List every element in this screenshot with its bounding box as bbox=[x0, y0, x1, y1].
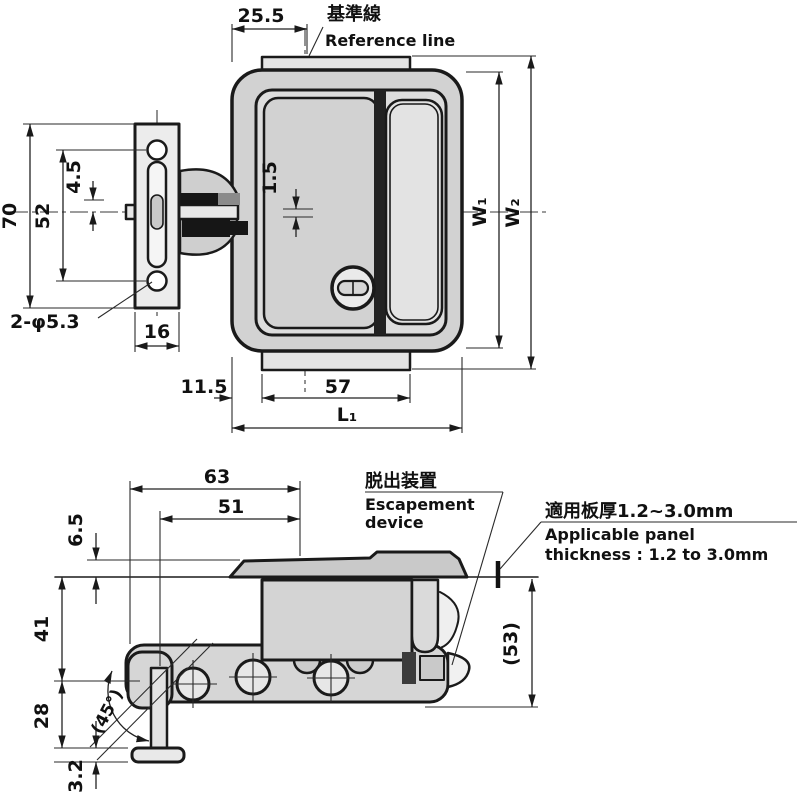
dim-w2: W₂ bbox=[412, 55, 536, 370]
dim-51-label: 51 bbox=[218, 496, 244, 518]
grip-divider-bar bbox=[374, 90, 386, 335]
dim-57: 57 bbox=[262, 376, 410, 402]
dim-52-label: 52 bbox=[32, 203, 54, 229]
panel-note-en-2: thickness : 1.2 to 3.0mm bbox=[545, 545, 768, 564]
cup-bump-left bbox=[292, 658, 322, 675]
dim-28-label: 28 bbox=[31, 703, 53, 729]
dim-l1-label: L₁ bbox=[337, 404, 357, 426]
dim-28: 28 bbox=[31, 681, 128, 749]
latch-mechanism bbox=[124, 168, 248, 256]
dim-53-label: (53) bbox=[500, 622, 522, 666]
dim-41: 41 bbox=[31, 577, 140, 682]
escapement-note: 脱出装置 Escapement device bbox=[365, 470, 504, 666]
escapement-en-1: Escapement bbox=[365, 495, 475, 514]
escapement-en-2: device bbox=[365, 513, 424, 532]
dim-70-label: 70 bbox=[0, 203, 21, 229]
slot-pin bbox=[150, 194, 164, 230]
escapement-leader bbox=[451, 491, 504, 666]
dim-16: 16 bbox=[134, 312, 180, 352]
pin-shaft bbox=[149, 666, 169, 752]
dim-63-label: 63 bbox=[204, 466, 230, 488]
panel-note-ja: 適用板厚1.2~3.0mm bbox=[545, 500, 733, 522]
dim-6-5: 6.5 bbox=[65, 513, 240, 604]
bottom-mounting-tab bbox=[260, 348, 412, 372]
reference-line-note: 基準線 Reference line bbox=[308, 3, 455, 57]
plate-hole-top bbox=[146, 139, 168, 161]
grip-handle bbox=[384, 98, 444, 326]
dim-63: 63 bbox=[129, 466, 300, 644]
pin-foot bbox=[130, 746, 186, 764]
key-cylinder-icon bbox=[330, 265, 376, 311]
dim-57-label: 57 bbox=[325, 376, 351, 398]
dim-l1: L₁ bbox=[231, 357, 463, 433]
hole-callout-label: 2-φ5.3 bbox=[10, 311, 80, 333]
plate-hole-bottom bbox=[146, 270, 168, 292]
dim-6-5-label: 6.5 bbox=[65, 513, 87, 547]
dim-45-label: (45°) bbox=[88, 686, 128, 738]
dim-25-5: 25.5 bbox=[231, 5, 308, 62]
dim-25-5-label: 25.5 bbox=[238, 5, 285, 27]
panel-note-leader bbox=[499, 521, 542, 570]
dim-1-5: 1.5 bbox=[259, 161, 313, 237]
dim-70: 70 bbox=[0, 123, 135, 309]
dim-w2-label: W₂ bbox=[502, 198, 524, 227]
dim-53: (53) bbox=[425, 579, 538, 708]
side-view: 63 51 6.5 41 28 bbox=[31, 466, 797, 793]
dim-1-5-label: 1.5 bbox=[259, 161, 281, 195]
dim-w1-label: W₁ bbox=[469, 197, 491, 226]
dim-41-label: 41 bbox=[31, 616, 53, 642]
dim-16-label: 16 bbox=[144, 321, 170, 343]
panel-note-en-1: Applicable panel bbox=[545, 525, 695, 544]
grip-handle-inner-line bbox=[389, 103, 439, 321]
hole-callout: 2-φ5.3 bbox=[10, 281, 153, 333]
front-view: 25.5 基準線 Reference line W₁ W₂ 70 bbox=[0, 3, 548, 433]
reference-line-ja: 基準線 bbox=[326, 3, 381, 25]
spring-housing bbox=[410, 578, 440, 654]
mounting-plate bbox=[133, 122, 181, 310]
dim-51: 51 bbox=[159, 496, 300, 666]
dim-3-2: 3.2 bbox=[54, 721, 128, 793]
pivot-and-pin bbox=[89, 638, 214, 764]
cam-rollers bbox=[169, 653, 355, 708]
housing-curve bbox=[439, 591, 460, 649]
escapement-ja: 脱出装置 bbox=[365, 470, 437, 492]
dim-3-2-label: 3.2 bbox=[65, 759, 87, 793]
panel-thickness-note: 適用板厚1.2~3.0mm Applicable panel thickness… bbox=[499, 500, 797, 570]
reference-line-en: Reference line bbox=[325, 31, 455, 50]
dim-4-5-label: 4.5 bbox=[63, 160, 85, 194]
recessed-cup bbox=[260, 578, 414, 662]
swing-arc bbox=[103, 670, 150, 743]
dim-4-5: 4.5 bbox=[63, 160, 104, 231]
dim-52: 52 bbox=[32, 149, 146, 282]
dim-11-5-label: 11.5 bbox=[181, 376, 228, 398]
flange-cover bbox=[228, 550, 469, 579]
dim-w1: W₁ bbox=[466, 71, 503, 349]
cup-bump-right bbox=[345, 658, 375, 675]
